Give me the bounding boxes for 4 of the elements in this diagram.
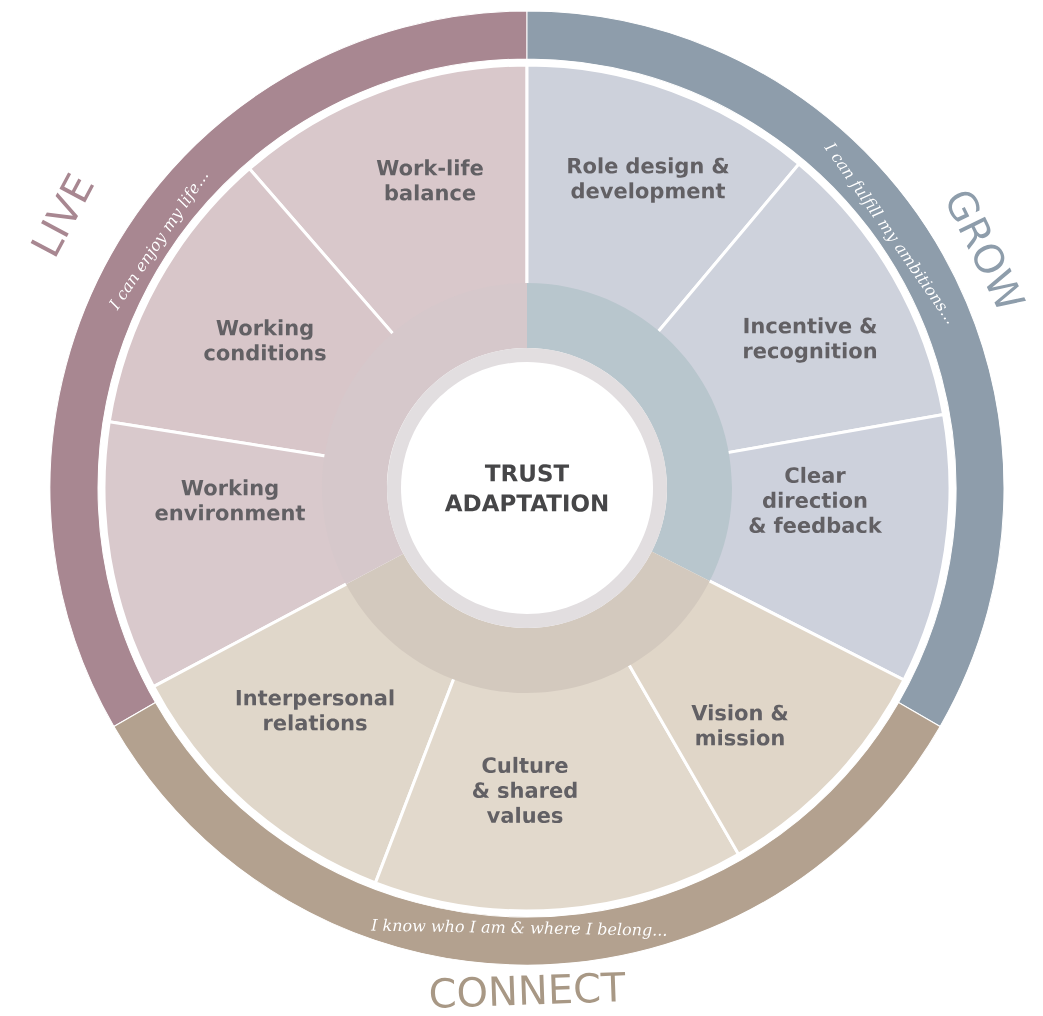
- node-label: CONNECT: [430, 971, 626, 1008]
- segment: Interpersonal relations: [152, 573, 463, 885]
- segment: Working environment: [102, 420, 366, 689]
- segment: Vision & mission: [618, 570, 906, 856]
